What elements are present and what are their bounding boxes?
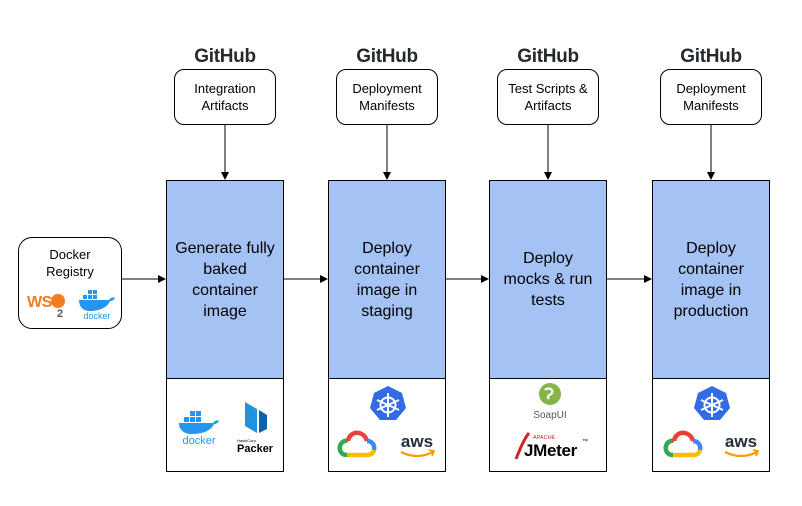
packer-logo: HashiCorp Packer: [237, 402, 274, 455]
wso2-logo: WSO 2: [27, 294, 65, 318]
kubernetes-logo: [370, 386, 406, 420]
jmeter-logo-text: JMeter: [524, 441, 578, 460]
stage-3-step-line2: mocks & run: [503, 271, 593, 288]
docker-logo: docker: [179, 411, 219, 445]
wso2-logo-sub: 2: [57, 308, 63, 318]
stage-3-step-line3: tests: [531, 292, 565, 309]
docker-registry-box: Docker Registry WSO 2 docker: [18, 237, 122, 329]
source-box-1-line1: Integration: [194, 81, 256, 96]
docker-logo-text: docker: [182, 435, 215, 445]
github-logo-1: GitHub: [194, 46, 256, 67]
jmeter-logo: APACHE JMeter ™: [514, 432, 588, 460]
docker-logo: docker: [79, 290, 115, 320]
source-box-3: Test Scripts & Artifacts: [497, 69, 599, 125]
stage-2-step-line2: container: [354, 260, 420, 278]
jmeter-logo-small: APACHE: [533, 435, 556, 441]
github-logo-3: GitHub: [517, 46, 579, 67]
github-logo-4: GitHub: [680, 46, 742, 67]
stage-3-step-line1: Deploy: [523, 250, 573, 267]
stage-2: Deploy container image in staging aws: [328, 180, 446, 472]
registry-title-line1: Docker: [49, 247, 91, 262]
stage-4-step-line3: image in: [680, 281, 742, 299]
google-cloud-logo: [337, 430, 377, 458]
stage-1-tools: docker HashiCorp Packer: [167, 379, 283, 471]
aws-logo-text: aws: [725, 432, 757, 451]
github-logo-2: GitHub: [356, 46, 418, 67]
stage-4-step-line4: production: [673, 302, 749, 320]
source-box-4-line2: Manifests: [683, 98, 739, 113]
wso2-logo-text: WSO: [27, 294, 64, 311]
aws-logo: aws: [400, 432, 436, 458]
stage-4-tools: aws: [653, 379, 769, 471]
registry-title: Docker Registry: [19, 246, 121, 280]
source-box-3-line2: Artifacts: [524, 98, 572, 113]
aws-logo: aws: [724, 432, 760, 458]
stage-1-step-line1: Generate fully: [175, 239, 275, 257]
stage-4-step: Deploy container image in production: [653, 181, 769, 379]
aws-logo-text: aws: [401, 432, 433, 451]
source-box-3-line1: Test Scripts &: [508, 81, 588, 96]
source-box-2-line1: Deployment: [352, 81, 422, 96]
stage-4-step-line1: Deploy: [686, 239, 736, 257]
source-box-1: Integration Artifacts: [174, 69, 276, 125]
kubernetes-logo: [694, 386, 730, 420]
stage-1-step-line4: image: [203, 302, 247, 320]
stage-1: Generate fully baked container image doc…: [166, 180, 284, 472]
packer-logo-small: HashiCorp: [237, 438, 257, 443]
soapui-logo: SoapUI: [533, 383, 567, 421]
stage-3-tools: SoapUI APACHE JMeter ™: [490, 379, 606, 471]
stage-1-step-line3: container: [192, 281, 258, 299]
stage-2-step-line1: Deploy: [362, 239, 412, 257]
source-box-1-line2: Artifacts: [201, 98, 249, 113]
source-box-4-line1: Deployment: [676, 81, 746, 96]
docker-logo-text: docker: [83, 311, 110, 320]
stage-2-step: Deploy container image in staging: [329, 181, 445, 379]
stage-3-step: Deploy mocks & run tests: [490, 181, 606, 379]
registry-title-line2: Registry: [46, 264, 94, 279]
stage-4-step-line2: container: [678, 260, 744, 278]
packer-logo-text: Packer: [237, 443, 274, 455]
stage-1-step: Generate fully baked container image: [167, 181, 283, 379]
stage-2-step-line4: staging: [361, 302, 413, 320]
stage-4: Deploy container image in production aws: [652, 180, 770, 472]
stage-2-tools: aws: [329, 379, 445, 471]
google-cloud-logo: [663, 430, 703, 458]
source-box-2: Deployment Manifests: [336, 69, 438, 125]
stage-3: Deploy mocks & run tests SoapUI APACHE J…: [489, 180, 607, 472]
soapui-logo-text: SoapUI: [533, 410, 566, 421]
stage-1-step-line2: baked: [203, 260, 247, 278]
source-box-2-line2: Manifests: [359, 98, 415, 113]
jmeter-logo-tm: ™: [582, 438, 588, 445]
source-box-4: Deployment Manifests: [660, 69, 762, 125]
stage-2-step-line3: image in: [356, 281, 418, 299]
